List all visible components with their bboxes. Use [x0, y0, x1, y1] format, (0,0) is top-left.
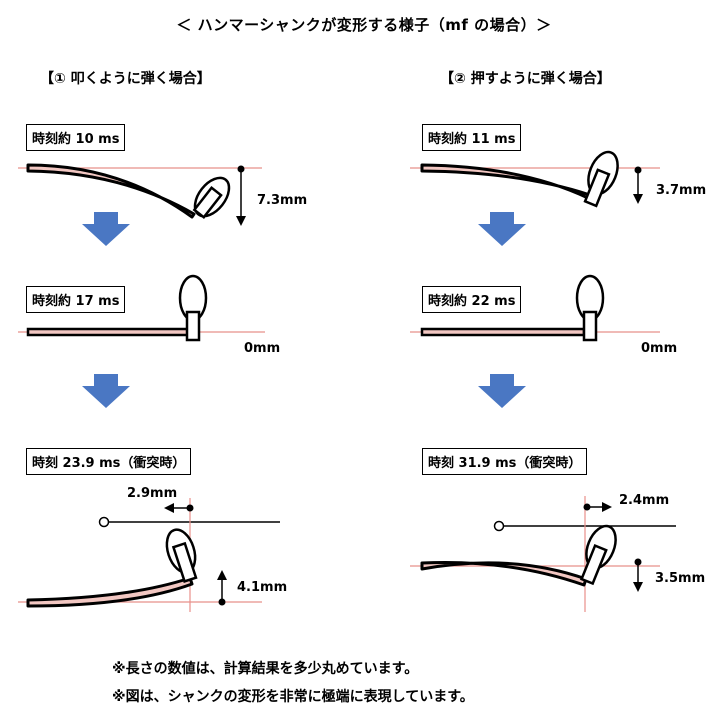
hammer-head — [192, 176, 231, 219]
footnote-exaggeration: ※図は、シャンクの変形を非常に極端に表現しています。 — [112, 689, 474, 705]
down-arrow-blue — [82, 374, 130, 408]
vertical-displacement-label: 3.5mm — [655, 571, 706, 586]
time-label-strike-10ms: 時刻約 10 ms — [26, 124, 126, 151]
time-label-strike-17ms: 時刻約 17 ms — [26, 286, 126, 313]
down-arrow-blue — [478, 374, 526, 408]
displacement-label: 3.7mm — [656, 183, 707, 198]
frame-strike-17ms — [18, 274, 265, 342]
displacement-label: 0mm — [641, 341, 678, 356]
time-label-strike-collision: 時刻 23.9 ms（衝突時） — [26, 448, 192, 475]
frame-press-22ms — [410, 274, 660, 342]
hammer-shank — [26, 576, 194, 608]
time-label-press-11ms: 時刻約 11 ms — [422, 124, 522, 151]
hammer-shank — [420, 327, 586, 337]
hammer-shank — [420, 163, 592, 200]
frame-strike-10ms — [18, 163, 262, 226]
page-title: ＜ ハンマーシャンクが変形する様子（mf の場合）＞ — [176, 16, 552, 34]
hammer-head — [165, 528, 198, 583]
frame-press-collision — [410, 496, 676, 612]
section-heading-strike: 【① 叩くように弾く場合】 — [40, 71, 211, 87]
string-end — [493, 520, 505, 532]
hammer-shank — [26, 163, 196, 219]
horizontal-displacement-label: 2.4mm — [619, 493, 670, 508]
hammer-head — [579, 524, 617, 586]
displacement-label: 7.3mm — [257, 193, 308, 208]
frame-strike-collision — [18, 498, 280, 612]
horizontal-displacement-label: 2.9mm — [127, 486, 178, 501]
displacement-label: 0mm — [244, 341, 281, 356]
hammer-head-stem — [582, 310, 598, 342]
time-label-press-collision: 時刻 31.9 ms（衝突時） — [422, 448, 588, 475]
vertical-displacement-label: 4.1mm — [237, 580, 288, 595]
time-label-press-22ms: 時刻約 22 ms — [422, 286, 522, 313]
string-end — [98, 516, 110, 528]
section-heading-press: 【② 押すように弾く場合】 — [440, 71, 611, 87]
down-arrow-blue — [478, 212, 526, 246]
down-arrow-blue — [82, 212, 130, 246]
hammer-head-stem — [185, 310, 201, 342]
hammer-head — [583, 150, 619, 208]
frame-press-11ms — [410, 150, 660, 208]
footnote-rounding: ※長さの数値は、計算結果を多少丸めています。 — [112, 661, 419, 677]
hammer-shank — [26, 327, 190, 337]
